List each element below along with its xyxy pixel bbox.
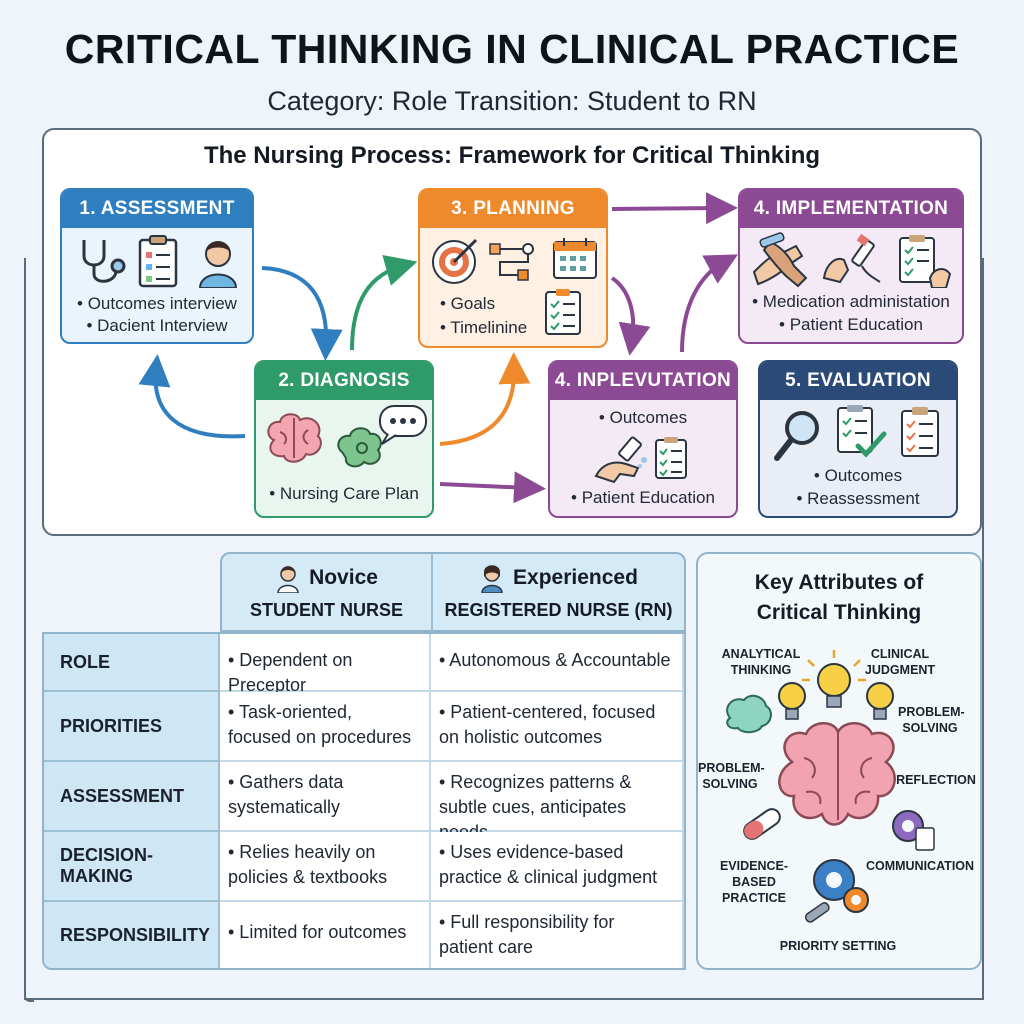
novice-cell: • Dependent on Preceptor (220, 634, 431, 695)
outer-frame-right (982, 258, 984, 1000)
calendar-icon (553, 238, 597, 279)
checklist-check-icon (837, 405, 887, 458)
implementation-item: • Medication administation (752, 292, 950, 311)
key-attributes-title: Key Attributes of Critical Thinking (696, 568, 982, 628)
novice-subtitle: STUDENT NURSE (249, 600, 403, 620)
gear-icon (892, 810, 935, 851)
lightbulb-icon (802, 650, 866, 708)
row-label-responsibility: RESPONSIBILITY (44, 902, 220, 968)
target-icon (432, 238, 478, 284)
column-novice-header: Novice STUDENT NURSE (222, 560, 431, 630)
clipboard-icon (138, 235, 178, 288)
arrow-diagnosis-to-planning-lower (439, 352, 531, 446)
attr-analytical-thinking: ANALYTICAL THINKING (721, 647, 801, 677)
row-label-priorities: PRIORITIES (44, 692, 220, 762)
step-assessment-card: 1. ASSESSMENT • Outcomes interview • Dac… (60, 188, 254, 344)
diagnosis-item: • Nursing Care Plan (269, 484, 419, 503)
row-label-role: ROLE (44, 634, 220, 692)
brain-icon (267, 413, 322, 463)
inplevutation-item: • Outcomes (598, 408, 688, 427)
step-diagnosis-label: 2. DIAGNOSIS (256, 362, 432, 400)
student-nurse-icon (277, 566, 299, 593)
experienced-cell: • Uses evidence-based practice & clinica… (431, 832, 684, 902)
novice-cell: • Relies heavily on policies & textbooks (220, 832, 431, 902)
outer-frame-left (24, 258, 34, 1002)
checklist-hand-icon (899, 235, 952, 288)
arrow-inplevutation-to-implementation (680, 254, 739, 353)
arrow-planning-to-inplevutation (610, 276, 651, 356)
assessment-item: • Outcomes interview (77, 294, 237, 313)
arrow-diagnosis-to-planning (350, 254, 418, 351)
novice-cell: • Limited for outcomes (220, 902, 431, 968)
evaluation-item: • Reassessment (796, 489, 920, 508)
row-label-decision-making: DECISION-MAKING (44, 832, 220, 902)
step-implementation-card: 4. IMPLEMENTATION • Medication administa… (738, 188, 964, 344)
lightbulb-icon (778, 682, 806, 720)
novice-title: Novice (309, 566, 378, 589)
thought-bubble-icon (337, 405, 427, 468)
attr-communication: COMMUNICATION (865, 859, 975, 873)
key-attributes-title-line1: Key Attributes of (754, 571, 924, 594)
injection-icon (822, 234, 881, 284)
novice-cell: • Gathers data systematically (220, 762, 431, 832)
step-diagnosis-card: 2. DIAGNOSIS • Nursing Care Plan (254, 360, 434, 518)
nurse-icon (198, 241, 238, 288)
implementation-item: • Patient Education (779, 315, 923, 334)
step-assessment-label: 1. ASSESSMENT (62, 190, 252, 228)
assessment-item: • Dacient Interview (86, 316, 228, 335)
page-subtitle: Category: Role Transition: Student to RN (267, 86, 757, 116)
step-planning-card: 3. PLANNING • Goals • Timelinine (418, 188, 608, 348)
checklist-icon (655, 437, 687, 479)
small-brain-icon (726, 694, 772, 734)
hand-medication-icon (594, 436, 647, 484)
step-planning-label: 3. PLANNING (420, 190, 606, 228)
gears-icon (804, 859, 869, 923)
arrow-diagnosis-to-inplevutation (439, 471, 546, 504)
step-evaluation-card: 5. EVALUATION • Outcomes • Reassessment (758, 360, 958, 518)
arrow-assessment-to-diagnosis (261, 266, 343, 361)
outer-frame-bottom (24, 998, 984, 1000)
attr-problem-solving-right: PROBLEM-SOLVING (898, 705, 965, 735)
key-attributes-title-line2: Critical Thinking (756, 601, 922, 624)
experienced-cell: • Recognizes patterns & subtle cues, ant… (431, 762, 684, 842)
experienced-cell: • Autonomous & Accountable (431, 634, 684, 692)
arrow-diagnosis-to-assessment (138, 354, 246, 439)
row-label-assessment: ASSESSMENT (44, 762, 220, 832)
novice-cell: • Task-oriented, focused on procedures (220, 692, 431, 762)
clipboard-icon (901, 407, 939, 457)
evaluation-item: • Outcomes (813, 466, 903, 485)
experienced-title: Experienced (513, 566, 638, 589)
attr-reflection: REFLECTION (896, 773, 976, 787)
attr-problem-solving-left: PROBLEM-SOLVING (698, 761, 765, 791)
page-title: CRITICAL THINKING IN CLINICAL PRACTICE (64, 26, 960, 72)
arrow-planning-to-implementation (611, 192, 738, 225)
experienced-subtitle: REGISTERED NURSE (RN) (444, 600, 673, 620)
planning-item: • Timelinine (440, 318, 528, 337)
step-implementation-label: 4. IMPLEMENTATION (740, 190, 962, 228)
pill-icon (743, 808, 781, 840)
column-experienced-header: Experienced REGISTERED NURSE (RN) (433, 560, 684, 630)
lightbulb-icon (866, 682, 894, 720)
planning-item: • Goals (440, 294, 496, 313)
attr-priority-setting: PRIORITY SETTING (779, 939, 897, 953)
inplevutation-item: • Patient Education (571, 488, 715, 507)
comparison-table: ROLE • Dependent on Preceptor • Autonomo… (42, 632, 686, 970)
experienced-cell: • Patient-centered, focused on holistic … (431, 692, 684, 762)
step-inplevutation-label: 4. INPLEVUTATION (550, 362, 736, 400)
stethoscope-icon (82, 240, 126, 283)
flow-steps-icon (489, 243, 534, 281)
step-evaluation-label: 5. EVALUATION (760, 362, 956, 400)
hands-icon (752, 232, 808, 288)
experienced-cell: • Full responsibility for patient care (431, 902, 684, 968)
nursing-process-title: The Nursing Process: Framework for Criti… (203, 142, 821, 169)
magnifier-icon (774, 411, 819, 461)
critical-thinking-brain-illustration (726, 650, 935, 923)
attr-clinical-judgment: CLINICAL JUDGMENT (864, 647, 936, 677)
attr-evidence-based-practice: EVIDENCE-BASED PRACTICE (719, 859, 789, 905)
checklist-icon (545, 289, 581, 335)
registered-nurse-icon (481, 565, 503, 593)
step-inplevutation-card: 4. INPLEVUTATION • Outcomes • Patient Ed… (548, 360, 738, 518)
